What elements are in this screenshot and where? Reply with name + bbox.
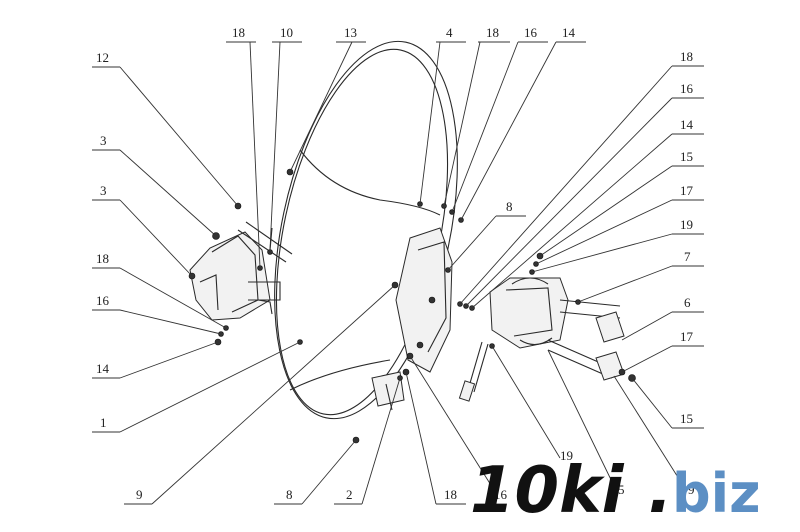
callout-1: 1	[100, 415, 107, 430]
callout-15-right-upper: 15	[680, 149, 693, 164]
callout-3-upper: 3	[100, 133, 107, 148]
callout-2: 2	[346, 487, 353, 502]
callout-19-bottom: 19	[560, 448, 573, 463]
callout-16-top: 16	[524, 25, 538, 40]
lnb-arm-bracket-left	[189, 231, 281, 321]
leader-lines	[92, 41, 704, 505]
callout-10: 10	[280, 25, 293, 40]
callout-5: 5	[618, 482, 625, 497]
callout-16-bottom: 16	[494, 487, 508, 502]
callout-13: 13	[344, 25, 357, 40]
callout-18-top: 18	[486, 25, 499, 40]
callout-16-left: 16	[96, 293, 110, 308]
callout-8-top: 8	[506, 199, 513, 214]
clamp-plate	[595, 311, 625, 381]
watermark-logo: 10ki . biz	[470, 454, 761, 528]
callout-9-right: 9	[688, 482, 695, 497]
dish-reflector	[274, 40, 458, 420]
arm-tube	[237, 221, 293, 263]
callout-7: 7	[684, 249, 691, 264]
watermark-dot: .	[648, 454, 672, 528]
callout-6: 6	[684, 295, 691, 310]
elevation-bracket-right	[489, 277, 569, 349]
callout-18-bottom: 18	[444, 487, 457, 502]
callout-19-right: 19	[680, 217, 693, 232]
callout-labels: 12 3 3 18 16 14 1 9 8 2 18 16 18 10 13 4…	[96, 25, 695, 502]
callout-8-bottom: 8	[286, 487, 293, 502]
callout-18-right: 18	[680, 49, 693, 64]
lower-bracket	[371, 371, 405, 411]
long-bolt	[458, 341, 489, 402]
callout-14-right: 14	[680, 117, 694, 132]
callout-16-right: 16	[680, 81, 694, 96]
callout-3-lower: 3	[100, 183, 107, 198]
callout-4: 4	[446, 25, 453, 40]
callout-14-top: 14	[562, 25, 576, 40]
callout-18-top-left: 18	[232, 25, 245, 40]
callout-9-bottom: 9	[136, 487, 143, 502]
callout-18-left: 18	[96, 251, 109, 266]
watermark-main-text: 10ki	[470, 454, 625, 528]
rear-mount-plate	[395, 227, 453, 373]
callout-17-right-lower: 17	[680, 329, 694, 344]
callout-14-left: 14	[96, 361, 110, 376]
callout-17-right-upper: 17	[680, 183, 694, 198]
callout-12: 12	[96, 50, 109, 65]
watermark-tld: biz	[672, 462, 761, 525]
callout-15-right-lower: 15	[680, 411, 693, 426]
